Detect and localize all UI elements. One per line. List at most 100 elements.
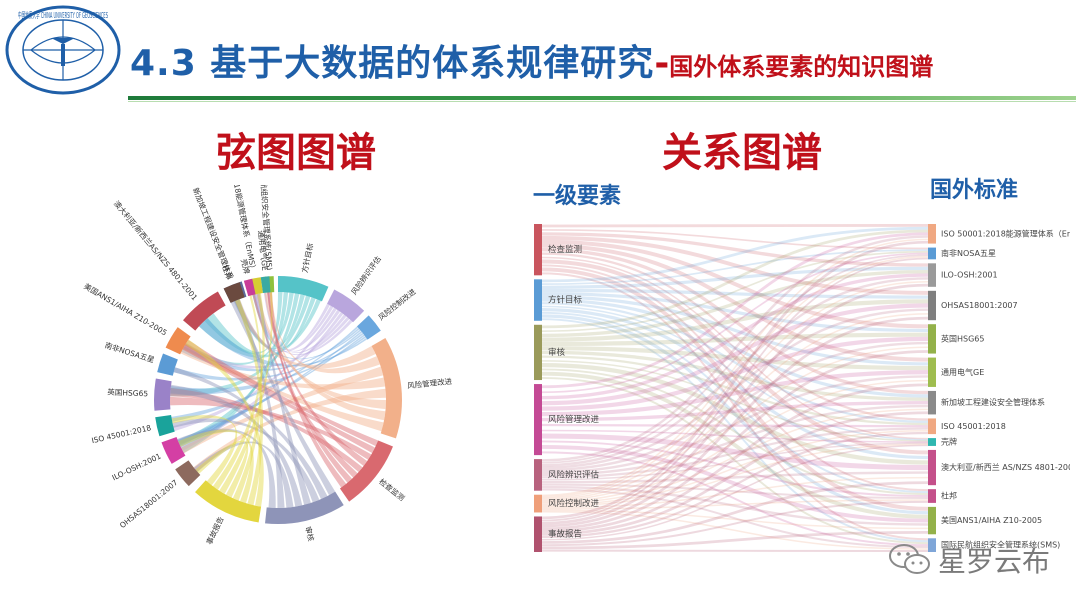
chord-arc xyxy=(278,276,329,302)
chord-link xyxy=(182,343,384,432)
sankey-link xyxy=(541,232,929,267)
chord-link xyxy=(198,299,321,358)
sankey-link xyxy=(541,383,929,533)
chord-arc xyxy=(195,480,262,523)
sankey-link xyxy=(541,292,929,333)
sankey-link xyxy=(541,481,929,544)
sankey-link xyxy=(541,224,929,228)
sankey-link xyxy=(541,511,929,550)
chord-label: OHSAS18001:2007 xyxy=(118,478,180,530)
sankey-link xyxy=(541,443,929,508)
sankey-link xyxy=(541,318,929,543)
right-node xyxy=(928,247,936,260)
right-node-label: 国际民航组织安全管理系统(SMS) xyxy=(941,540,1060,550)
left-node-label: 审核 xyxy=(548,347,566,358)
sankey-link xyxy=(541,332,929,347)
right-node xyxy=(928,506,936,535)
chord-label: 事故报告 xyxy=(204,514,226,546)
sankey-link xyxy=(541,429,929,443)
chord-arc xyxy=(183,291,226,331)
sankey-link xyxy=(541,303,929,406)
right-node xyxy=(928,390,936,415)
chord-link xyxy=(170,387,363,472)
right-node xyxy=(928,449,936,486)
sankey-link xyxy=(541,270,929,338)
chord-link xyxy=(252,294,316,349)
sankey-link xyxy=(541,235,929,462)
sankey-link xyxy=(541,257,929,522)
sankey-link xyxy=(541,350,929,531)
chord-label: 通用电气GE xyxy=(256,230,270,272)
chord-link xyxy=(184,339,379,447)
chord-arc xyxy=(243,278,256,297)
left-column-heading: 一级要素 xyxy=(533,184,622,209)
wechat-icon xyxy=(889,544,930,574)
sankey-link xyxy=(541,379,929,503)
sankey-link xyxy=(541,249,929,285)
chord-arc xyxy=(154,378,172,411)
sankey-link xyxy=(541,355,929,426)
sankey-link xyxy=(541,314,929,515)
sankey-link xyxy=(541,247,929,395)
sankey-link xyxy=(541,272,929,541)
chord-label: 风险辨识评估 xyxy=(349,254,384,297)
title-main: 4.3 基于大数据的体系规律研究 xyxy=(130,43,655,84)
sankey-link xyxy=(541,252,929,421)
left-node-label: 事故报告 xyxy=(548,529,582,540)
chord-link xyxy=(212,293,265,490)
chord-link xyxy=(178,331,363,448)
sankey-link xyxy=(541,423,929,428)
left-node xyxy=(534,516,542,552)
page-title: 4.3 基于大数据的体系规律研究 - 国外体系要素的知识图谱 xyxy=(130,34,933,84)
sankey-link xyxy=(541,299,929,342)
chord-link xyxy=(170,336,367,395)
sankey-link xyxy=(541,433,929,471)
sankey-link xyxy=(541,485,929,526)
chord-link xyxy=(263,292,347,354)
chord-arc xyxy=(175,460,201,487)
chord-label: 英国HSG65 xyxy=(107,387,148,399)
sankey-link xyxy=(541,254,929,464)
right-node xyxy=(928,290,936,321)
right-node-label: ISO 45001:2018 xyxy=(941,422,1006,431)
chord-label: 风险控制改进 xyxy=(376,286,418,322)
chord-link xyxy=(234,299,285,508)
chord-links xyxy=(169,292,386,508)
left-node xyxy=(534,324,542,381)
chord-label: 壳牌 xyxy=(239,258,252,275)
chord-arc xyxy=(223,282,245,303)
chord-link xyxy=(230,300,336,496)
sankey-link xyxy=(541,308,929,469)
chord-link xyxy=(170,384,303,507)
sankey-link xyxy=(541,256,929,498)
sankey-link xyxy=(541,252,929,394)
left-node-label: 风险管理改进 xyxy=(548,414,600,425)
sankey-link xyxy=(541,404,929,477)
sankey-link xyxy=(541,476,929,509)
chord-link xyxy=(180,347,386,390)
chord-arc xyxy=(260,276,271,294)
chord-heading: 弦图图谱 xyxy=(216,130,376,176)
sankey-link xyxy=(541,346,929,502)
sankey-link xyxy=(541,401,929,422)
sankey-link xyxy=(541,411,929,536)
sankey-link xyxy=(541,264,929,492)
chord-label: 南非NOSA五星 xyxy=(104,340,157,365)
right-node xyxy=(928,438,936,446)
chord-label: ISO 45001:2018 xyxy=(91,423,152,445)
sankey-link xyxy=(541,229,929,329)
chord-link xyxy=(235,298,334,353)
sankey-link xyxy=(541,370,929,417)
relation-heading: 关系图谱 xyxy=(662,130,822,176)
sankey-link xyxy=(541,302,929,423)
sankey-link xyxy=(541,451,929,547)
right-column-heading: 国外标准 xyxy=(930,178,1019,203)
sankey-link xyxy=(541,341,929,472)
chord-arc xyxy=(371,338,402,439)
right-node xyxy=(928,538,936,552)
chord-label: 审核 xyxy=(303,525,316,542)
right-node xyxy=(928,224,936,244)
watermark: 星罗云布 xyxy=(888,540,1050,580)
left-node xyxy=(534,279,542,321)
